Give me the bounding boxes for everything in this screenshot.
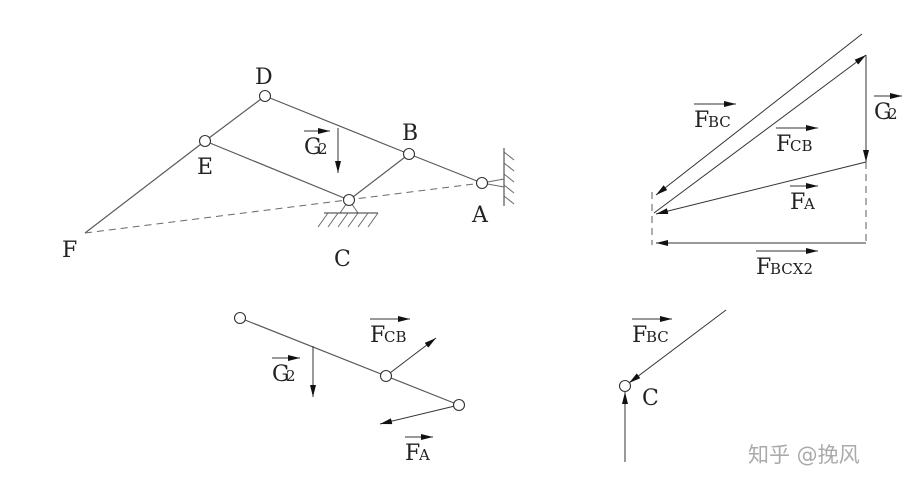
svg-text:BC: BC [708, 113, 731, 131]
svg-text:CB: CB [384, 328, 407, 346]
vector-fcb-member [385, 337, 437, 377]
svg-text:CB: CB [790, 137, 813, 155]
label-a: A [471, 203, 489, 228]
svg-text:F: F [790, 190, 805, 215]
label-e: E [197, 155, 213, 180]
mechanism: D E B A C F G 2 [62, 65, 515, 272]
svg-text:2: 2 [888, 105, 898, 123]
pin-member-middle [379, 369, 393, 383]
label-b: B [402, 121, 418, 146]
label-g2-member: G 2 [272, 355, 300, 387]
svg-text:G: G [874, 100, 892, 125]
svg-text:F: F [370, 323, 385, 348]
svg-text:G: G [304, 135, 322, 160]
svg-text:2: 2 [318, 140, 328, 158]
label-fcb-member: F CB [370, 316, 410, 348]
link-c-b [348, 153, 410, 201]
svg-text:A: A [803, 195, 815, 213]
svg-text:G: G [272, 362, 290, 387]
vector-fcb [653, 54, 867, 214]
label-g2-triangle: G 2 [874, 93, 902, 125]
link-e-f [84, 140, 206, 234]
pin-b [402, 147, 416, 161]
watermark-text: 知乎 @挽风 [748, 443, 860, 467]
svg-text:F: F [694, 108, 709, 133]
force-triangle: F BC F CB G 2 F A F BCX2 [651, 33, 902, 280]
link-d-e [204, 95, 266, 142]
label-fcb-triangle: F CB [776, 125, 818, 157]
label-fa-member: F A [405, 434, 433, 466]
svg-text:F: F [756, 255, 771, 280]
label-c-joint: C [642, 386, 659, 411]
label-g2-mechanism: G 2 [304, 128, 330, 160]
pin-member-end [233, 311, 247, 325]
vector-fbc [655, 33, 863, 196]
pin-e [198, 134, 212, 148]
label-d: D [255, 65, 273, 90]
svg-text:A: A [418, 446, 430, 464]
link-e-c [204, 140, 350, 201]
pin-member-right [452, 398, 466, 412]
label-f: F [62, 238, 77, 263]
dashed-line-f-a [84, 182, 483, 234]
svg-text:2: 2 [286, 367, 296, 385]
label-c: C [334, 247, 351, 272]
svg-text:BCX2: BCX2 [770, 260, 813, 278]
pin-joint-c [618, 379, 632, 393]
label-fbcx2-triangle: F BCX2 [756, 248, 818, 280]
vector-fbc-joint [628, 309, 727, 384]
joint-c-free-body: F BC C [618, 309, 727, 462]
svg-text:BC: BC [646, 328, 669, 346]
svg-text:F: F [405, 441, 420, 466]
pin-d [258, 89, 272, 103]
link-b-a [408, 153, 483, 184]
pin-c [342, 193, 356, 207]
label-fbc-triangle: F BC [694, 101, 736, 133]
member-line-lower [385, 375, 460, 406]
svg-text:F: F [632, 323, 647, 348]
vector-fa [655, 161, 867, 215]
pin-a [475, 176, 489, 190]
label-fa-triangle: F A [790, 183, 818, 215]
label-fbc-joint: F BC [632, 316, 672, 348]
svg-text:F: F [776, 132, 791, 157]
vector-fa-member [379, 404, 460, 425]
member-free-body: F CB G 2 F A [233, 311, 466, 466]
wall-support-a [481, 148, 515, 206]
link-d-b [264, 95, 410, 155]
